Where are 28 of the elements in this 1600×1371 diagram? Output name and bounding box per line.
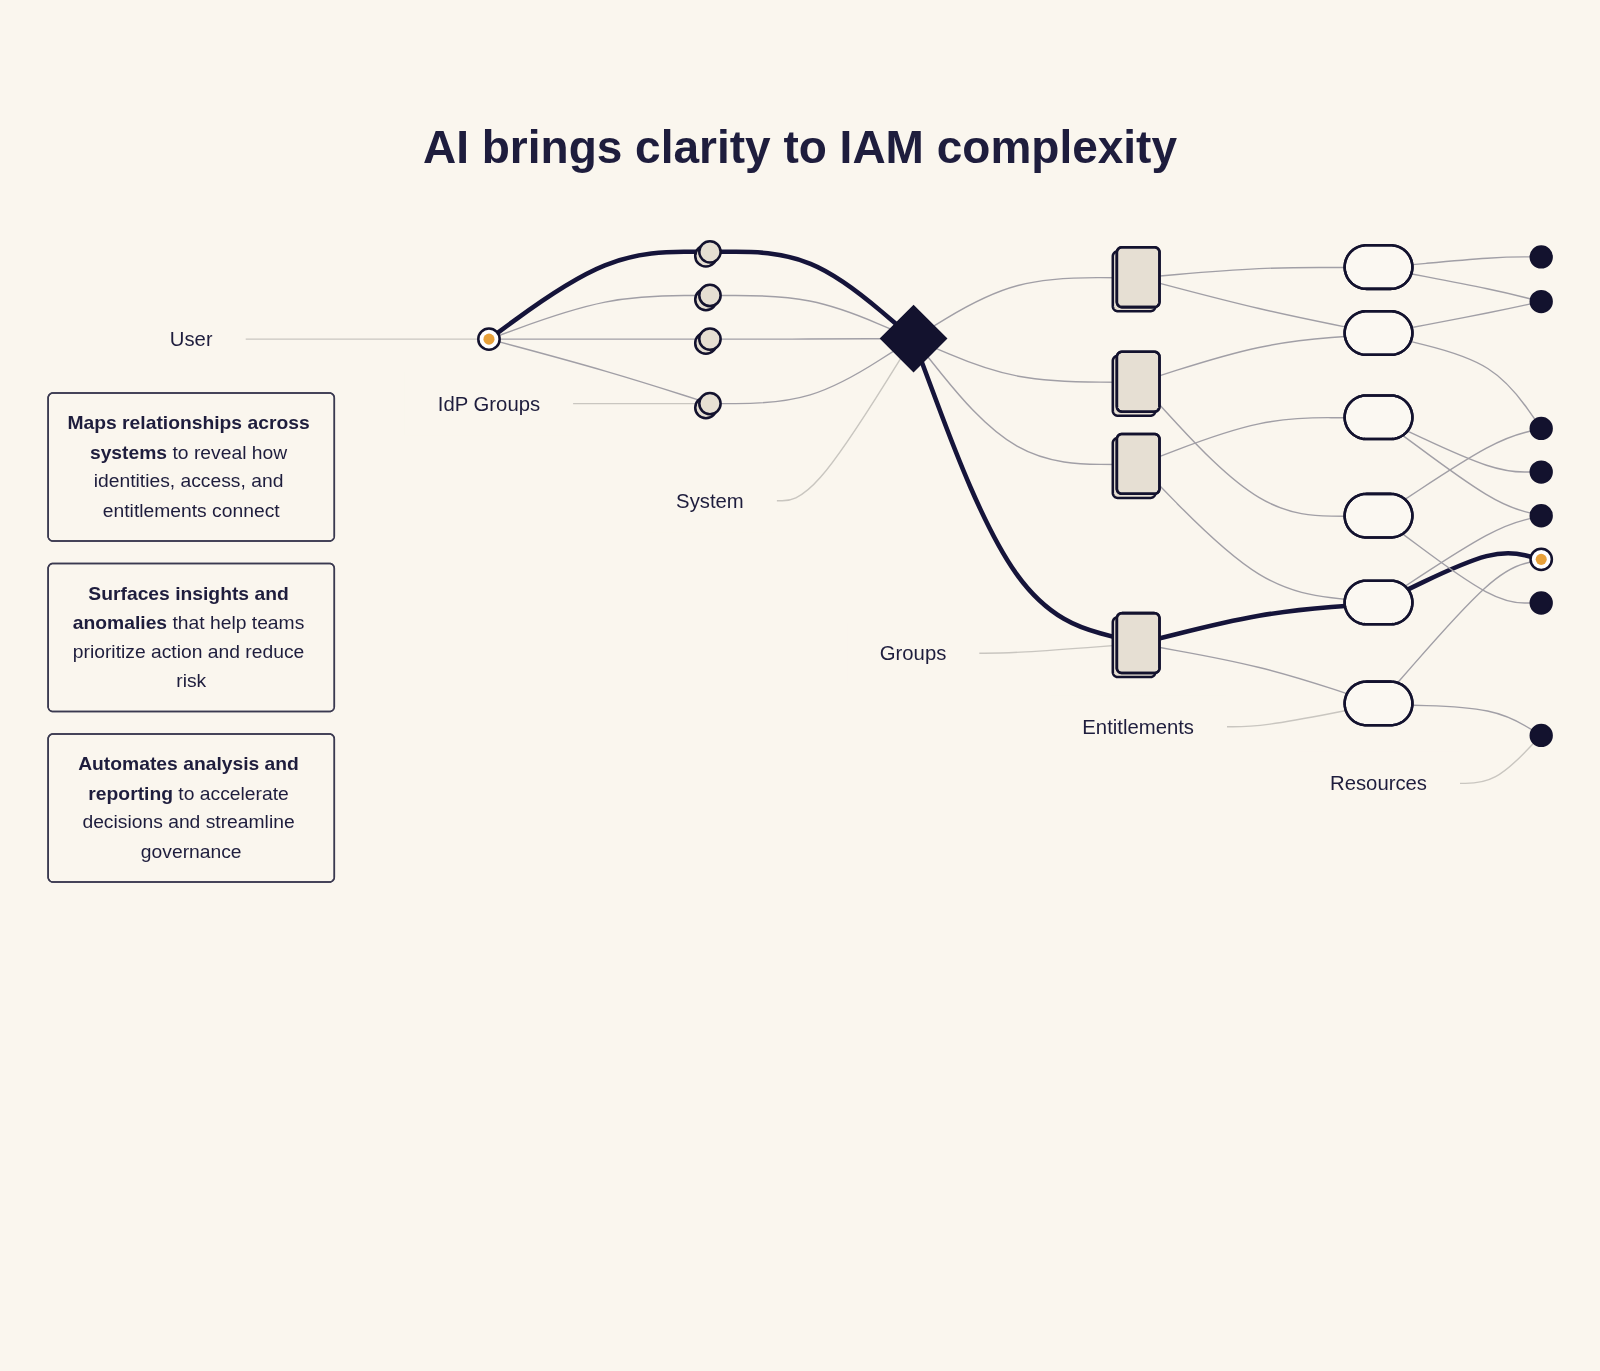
title: AI brings clarity to IAM complexity [421, 120, 1178, 174]
node-text: Groups [879, 642, 947, 665]
node-circle [477, 327, 501, 352]
connector [1396, 561, 1532, 684]
node-circle [1529, 460, 1553, 484]
connector [720, 249, 898, 326]
connector [1402, 533, 1532, 604]
connector [1402, 435, 1532, 514]
node-circle [1529, 547, 1554, 572]
node-circle [1529, 245, 1553, 269]
node-circle [1529, 723, 1553, 748]
connector [1411, 273, 1532, 300]
connector [1410, 340, 1536, 421]
connector [1159, 603, 1346, 641]
connector [1404, 430, 1532, 501]
node-text: Resources [1330, 772, 1428, 795]
node-circle [1529, 591, 1553, 615]
node-text: IdP Groups [437, 392, 541, 415]
node-circle [1529, 289, 1553, 314]
node-circle [1529, 416, 1553, 441]
node-diamond [879, 304, 948, 373]
node-text: System [676, 489, 744, 512]
connector [1404, 517, 1532, 587]
node-text: User [169, 327, 213, 351]
node-text: Entitlements [1082, 715, 1195, 738]
connector [1412, 704, 1533, 731]
connector [1407, 550, 1532, 592]
node-circle [1529, 504, 1553, 528]
